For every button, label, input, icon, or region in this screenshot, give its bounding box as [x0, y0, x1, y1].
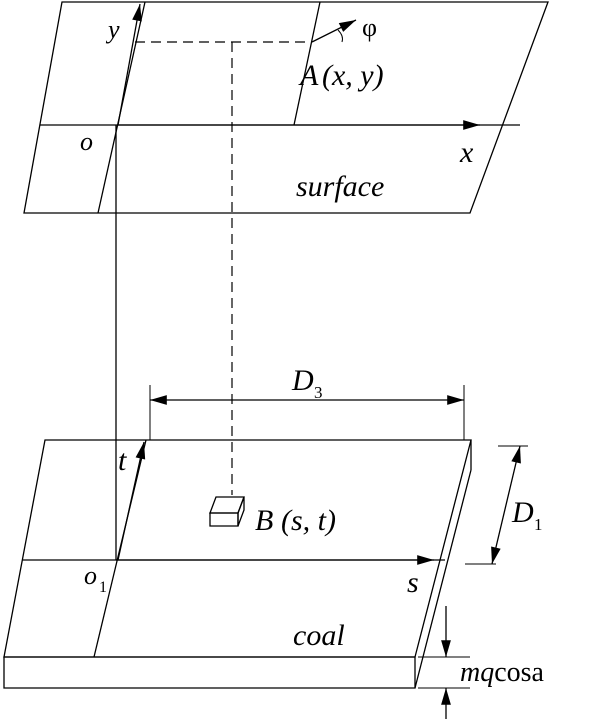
surface-oblique-line	[293, 1, 321, 126]
t-axis-arrow	[117, 441, 146, 561]
thickness-label: mqcosa	[460, 657, 545, 688]
element-b-letter: B	[255, 504, 273, 537]
d3-subscript: 3	[314, 383, 323, 402]
element-b-label: B (s, t)	[255, 504, 336, 537]
coal-top-face	[3, 439, 472, 658]
point-a-label: A (x, y)	[298, 59, 384, 92]
t-axis-label: t	[118, 444, 127, 477]
d3-label: D 3	[291, 364, 323, 402]
y-axis-arrow	[117, 3, 142, 126]
phi-angle-arc	[337, 29, 343, 43]
surface-outline	[23, 1, 549, 214]
y-axis-label: y	[105, 15, 120, 44]
thickness-dimension	[418, 606, 470, 719]
d1-subscript: 1	[534, 515, 543, 534]
d1-label: D 1	[511, 496, 543, 534]
surface-plane	[23, 1, 549, 495]
coal-seam	[3, 439, 472, 689]
element-b-box	[209, 496, 245, 527]
coal-origin-label: o 1	[84, 561, 107, 596]
thickness-italic: mq	[460, 657, 494, 688]
thickness-roman: cosa	[494, 657, 544, 688]
d1-dimension-line	[491, 445, 521, 565]
coal-origin-letter: o	[84, 561, 97, 590]
coal-label: coal	[293, 619, 345, 652]
surface-origin-label: o	[80, 127, 93, 156]
element-b-coords: (s, t)	[281, 504, 336, 537]
point-a-letter: A	[298, 59, 319, 92]
coal-side-edge	[414, 469, 472, 689]
d1-symbol: D	[511, 496, 534, 529]
point-a-coords: (x, y)	[322, 59, 384, 92]
d3-symbol: D	[291, 364, 314, 397]
s-axis-label: s	[407, 566, 419, 599]
phi-label: φ	[362, 13, 377, 42]
phi-direction-arrow	[311, 19, 357, 43]
coal-front-face	[3, 656, 416, 689]
d3-dimension	[149, 385, 465, 440]
x-axis-label: x	[459, 136, 474, 169]
coal-origin-subscript: 1	[99, 579, 107, 596]
d1-dimension	[465, 445, 528, 565]
surface-label: surface	[296, 170, 384, 203]
